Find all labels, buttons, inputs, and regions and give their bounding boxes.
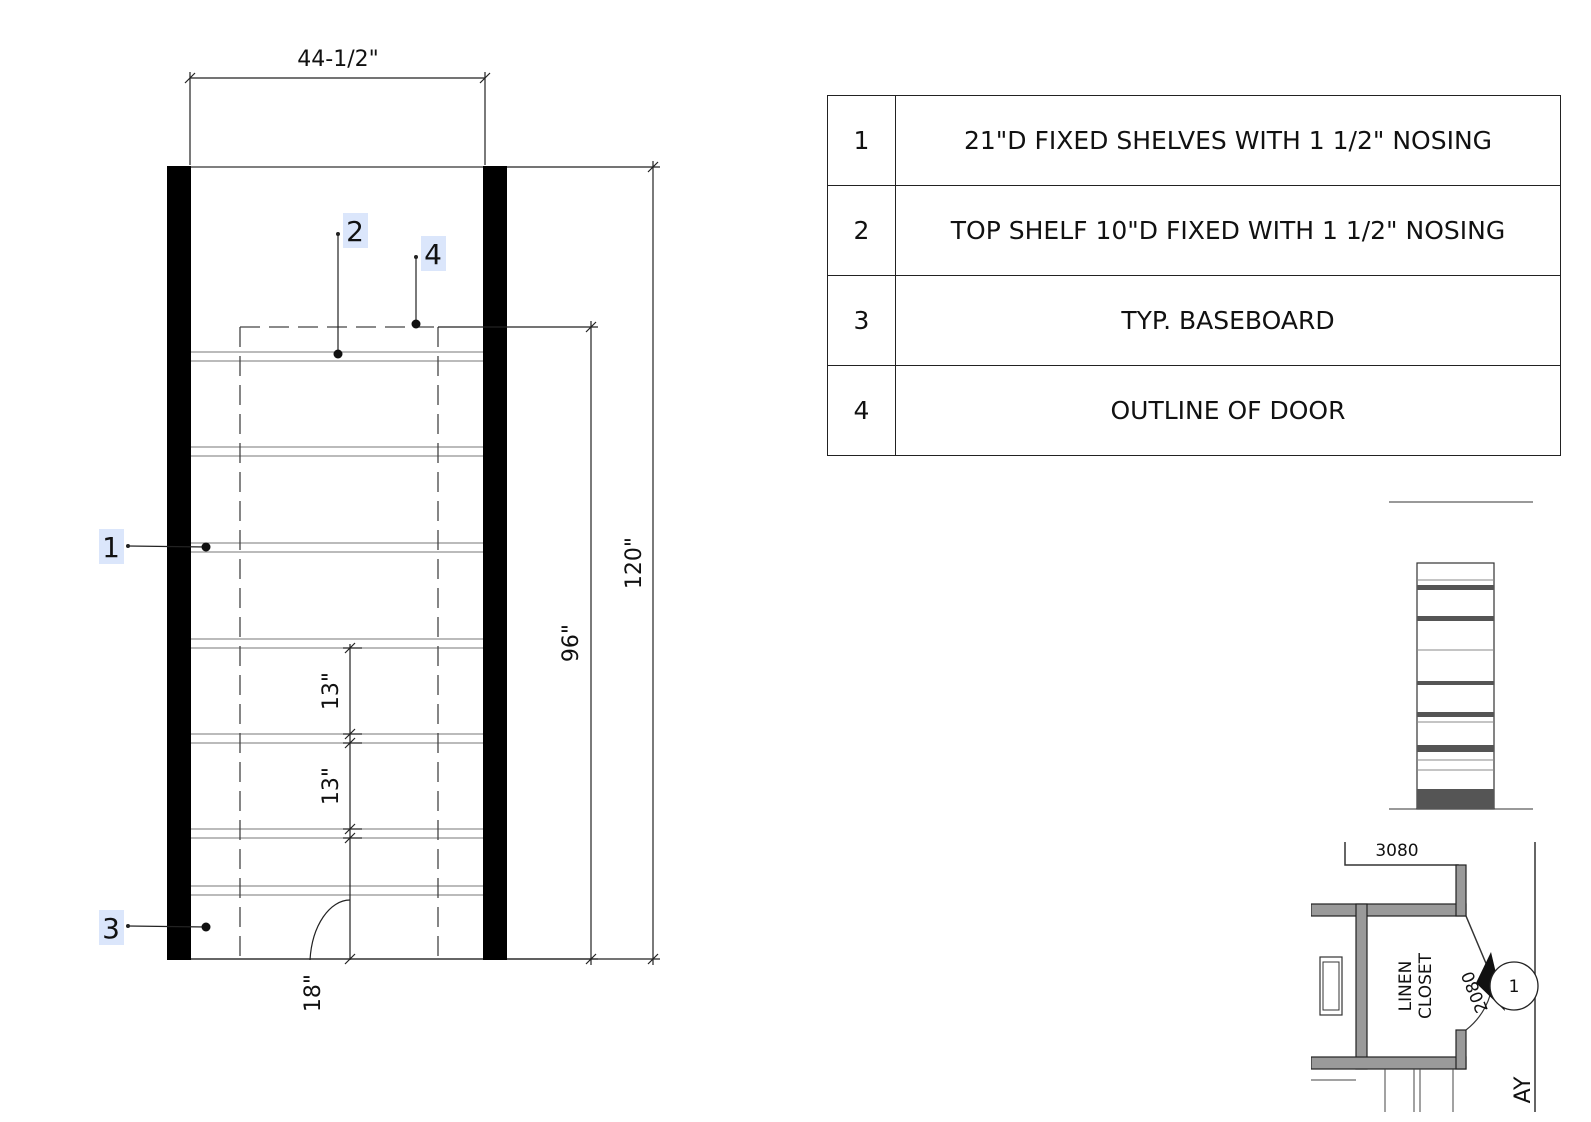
tag-highlight — [343, 213, 368, 248]
legend-description: OUTLINE OF DOOR — [895, 365, 1561, 456]
left-wall — [167, 166, 191, 960]
shelf-spacing-label-upper: 13" — [319, 672, 344, 710]
legend-row: 4 OUTLINE OF DOOR — [827, 365, 1561, 456]
tag-highlight — [421, 236, 446, 271]
legend-number: 1 — [827, 95, 896, 186]
legend-number: 4 — [827, 365, 896, 456]
room-label-line2: CLOSET — [1416, 952, 1436, 1019]
tag-label: 3 — [102, 912, 120, 945]
legend-description: 21"D FIXED SHELVES WITH 1 1/2" NOSING — [895, 95, 1561, 186]
overall-height-label: 120" — [622, 537, 647, 589]
corridor-partial-label: AY — [1511, 1076, 1536, 1103]
keynote-legend-table: 1 21"D FIXED SHELVES WITH 1 1/2" NOSING … — [827, 95, 1561, 456]
tag-label: 1 — [102, 531, 120, 564]
shelf-spacing-dimension — [343, 642, 362, 965]
bottom-shelf-label: 18" — [301, 974, 326, 1012]
other-door-code-label: 3080 — [1375, 841, 1418, 861]
width-dimension — [184, 72, 491, 165]
legend-row: 2 TOP SHELF 10"D FIXED WITH 1 1/2" NOSIN… — [827, 185, 1561, 276]
legend-description: TYP. BASEBOARD — [895, 275, 1561, 366]
shelf-section-thumbnail — [1389, 501, 1533, 810]
room-label-line1: LINEN — [1396, 961, 1416, 1012]
keynote-tag-3[interactable]: 3 — [99, 910, 211, 945]
tag-highlight — [99, 529, 124, 564]
elevation-marker-label: 1 — [1509, 977, 1520, 997]
door-outline — [239, 326, 439, 958]
keynote-tag-2[interactable]: 2 — [333, 213, 369, 359]
legend-number: 3 — [827, 275, 896, 366]
shelf-spacing-label-lower: 13" — [319, 767, 344, 805]
legend-number: 2 — [827, 185, 896, 276]
width-dimension-label: 44-1/2" — [297, 47, 378, 72]
legend-row: 3 TYP. BASEBOARD — [827, 275, 1561, 366]
legend-row: 1 21"D FIXED SHELVES WITH 1 1/2" NOSING — [827, 95, 1561, 186]
legend-description: TOP SHELF 10"D FIXED WITH 1 1/2" NOSING — [895, 185, 1561, 276]
key-plan: 1 LINEN CLOSET 2080 3080 AY — [1311, 841, 1539, 1112]
shelves — [191, 351, 483, 896]
bottom-shelf-leader — [309, 899, 351, 961]
closet-elevation: 44-1/2" — [99, 47, 660, 1012]
right-wall — [483, 166, 507, 960]
door-height-dimension — [438, 321, 598, 965]
keynote-tag-1[interactable]: 1 — [99, 529, 211, 564]
tag-highlight — [99, 910, 124, 945]
keynote-tag-4[interactable]: 4 — [411, 236, 447, 329]
door-height-label: 96" — [559, 624, 584, 662]
tag-label: 4 — [424, 238, 442, 271]
tag-label: 2 — [346, 215, 364, 248]
